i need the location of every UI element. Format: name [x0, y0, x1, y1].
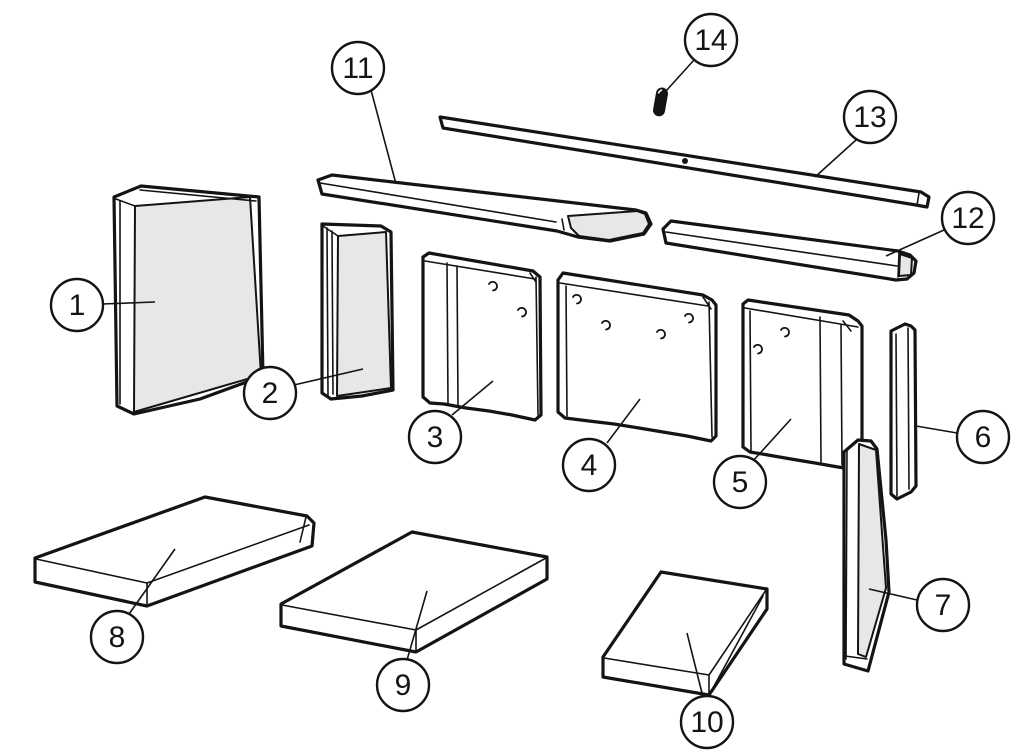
callout-13: 13: [814, 89, 898, 178]
callout-14: 14: [665, 12, 739, 92]
callout-6: 6: [915, 409, 1011, 465]
part-4-rear-panel: [556, 271, 718, 443]
callout-7-number: 7: [935, 589, 952, 622]
callout-8: 8: [89, 548, 176, 665]
rail-hole: [682, 158, 688, 164]
callout-9-number: 9: [395, 669, 412, 702]
callout-1: 1: [49, 277, 156, 333]
callout-6-number: 6: [975, 421, 992, 454]
callout-12-number: 12: [951, 202, 984, 235]
callout-10: 10: [679, 632, 735, 750]
part-1-left-side-panel: [112, 184, 265, 416]
callout-4-number: 4: [581, 449, 598, 482]
callout-13-number: 13: [853, 101, 886, 134]
callout-10-number: 10: [690, 706, 723, 739]
callout-5-number: 5: [732, 466, 749, 499]
part-5-rear-panel: [741, 298, 864, 472]
callout-11: 11: [330, 40, 397, 185]
part-10-base-slab-small: [601, 570, 769, 697]
part-12-front-beam-lower: [661, 219, 918, 282]
callout-11-number: 11: [342, 52, 373, 85]
callout-7: 7: [868, 577, 971, 633]
part-7-right-plank: [842, 438, 891, 673]
part-2-narrow-panel: [320, 222, 395, 401]
part-3-rear-panel: [421, 251, 543, 422]
callout-8-number: 8: [109, 621, 126, 654]
callout-5: 5: [712, 418, 792, 510]
part-11-front-beam-upper: [316, 173, 653, 243]
part-6-right-strip: [889, 322, 918, 501]
callout-12: 12: [885, 190, 996, 257]
callout-3: 3: [407, 380, 494, 465]
callout-2: 2: [242, 365, 364, 421]
callout-3-number: 3: [427, 421, 444, 454]
part-13-top-rail: [438, 115, 931, 209]
callout-2-number: 2: [262, 377, 279, 410]
callout-1-number: 1: [69, 289, 86, 322]
callout-4: 4: [561, 398, 641, 493]
part-8-base-slab-left: [33, 495, 316, 608]
callout-14-number: 14: [694, 24, 727, 57]
callout-9: 9: [375, 590, 431, 713]
part-9-base-slab-middle: [279, 530, 549, 654]
part-14-pin: [653, 87, 668, 117]
